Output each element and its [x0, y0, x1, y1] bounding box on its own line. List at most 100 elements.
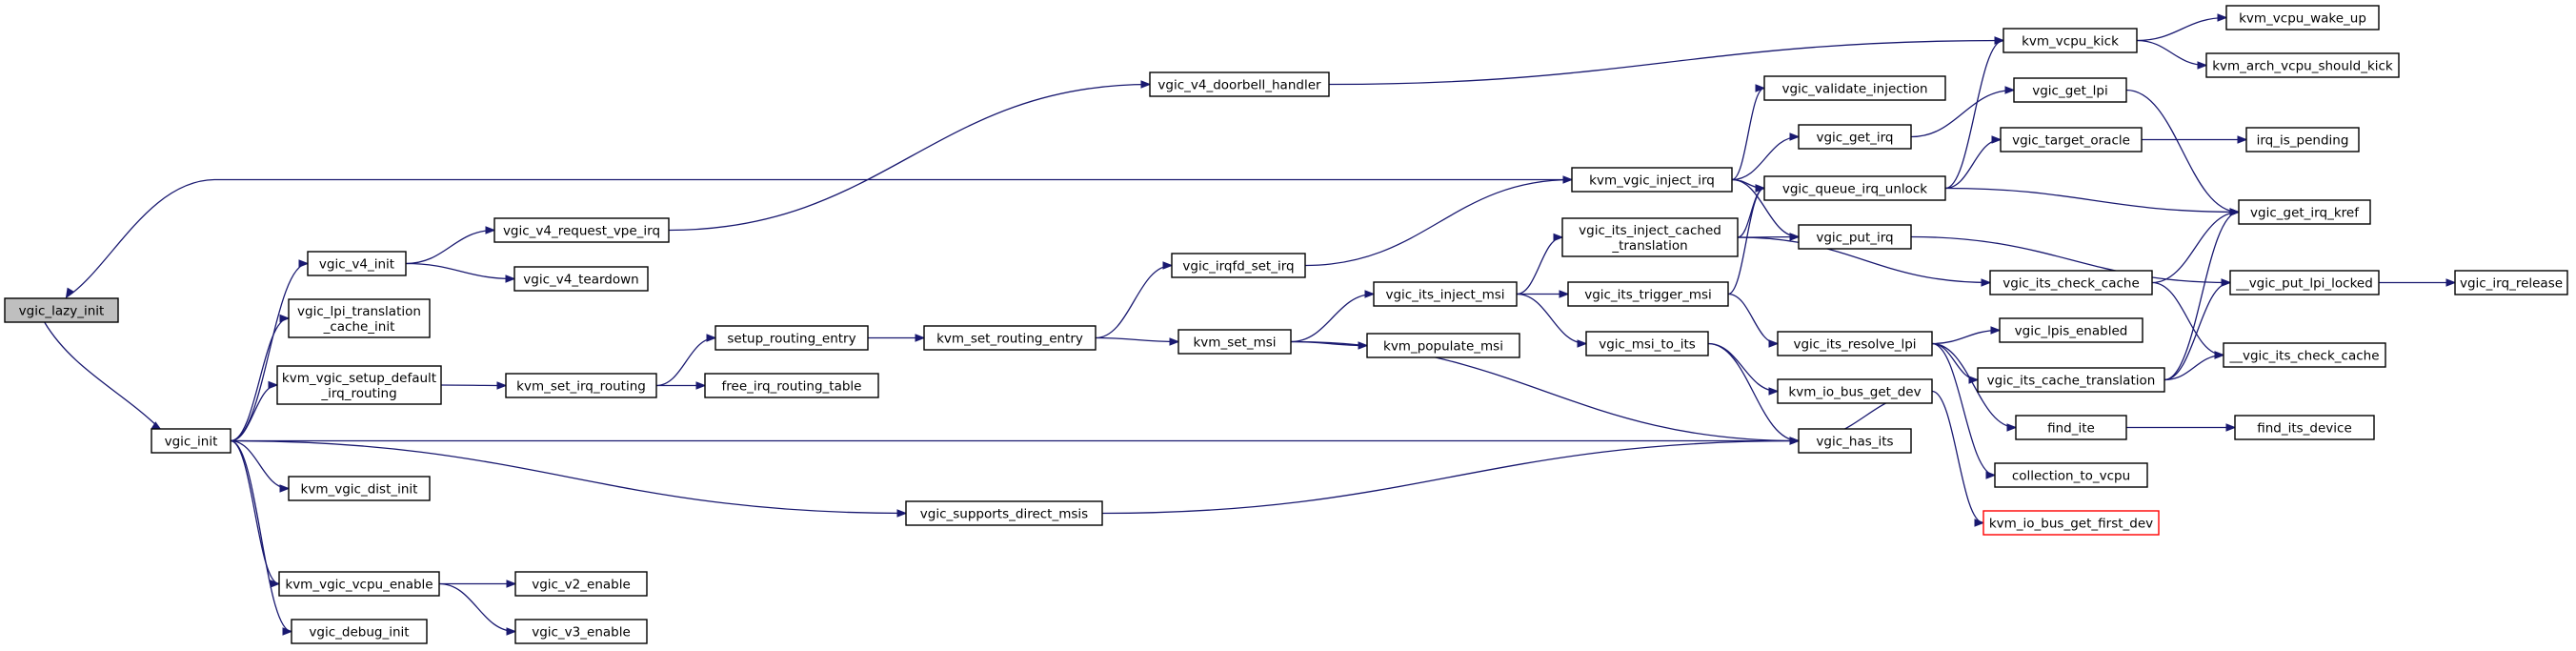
node-kvm-populate-msi[interactable]: kvm_populate_msi	[1366, 333, 1520, 358]
node-collection-to-vcpu[interactable]: collection_to_vcpu	[1994, 462, 2148, 488]
edge-kvm-set-irq-routing-to-free-irq-routing-table	[656, 381, 707, 390]
node-label: vgic_target_oracle	[2012, 133, 2130, 149]
edge-arrowhead	[282, 627, 293, 636]
node-free-irq-routing-table[interactable]: free_irq_routing_table	[704, 373, 879, 398]
node-label: kvm_vgic_inject_irq	[1589, 173, 1715, 189]
edge-vgic-target-oracle-to-irq-is-pending	[2142, 135, 2248, 144]
node-label: kvm_vgic_setup_default	[282, 371, 436, 386]
node-vgic-its-resolve-lpi[interactable]: vgic_its_resolve_lpi	[1777, 331, 1933, 356]
node---vgic-its-check-cache[interactable]: __vgic_its_check_cache	[2223, 342, 2386, 368]
edge-vgic-v4-request-vpe-irq-to-vgic-v4-doorbell-handler	[668, 80, 1152, 232]
node-vgic-get-irq[interactable]: vgic_get_irq	[1798, 124, 1912, 150]
edge-arrowhead	[279, 484, 291, 493]
node-box	[2015, 415, 2127, 440]
node-label: vgic_its_inject_msi	[1385, 288, 1504, 303]
node-box	[493, 217, 670, 243]
node-vgic-its-inject-msi[interactable]: vgic_its_inject_msi	[1373, 281, 1518, 307]
node-kvm-vgic-dist-init[interactable]: kvm_vgic_dist_init	[288, 476, 431, 501]
edge-line	[1931, 390, 1984, 524]
node-irq-is-pending[interactable]: irq_is_pending	[2245, 127, 2360, 153]
node-vgic-has-its[interactable]: vgic_has_its	[1798, 428, 1912, 454]
node-box	[2000, 127, 2143, 153]
node-vgic-lpi-translation-cache-init[interactable]: vgic_lpi_translation_cache_init	[288, 298, 431, 338]
edge-vgic-init-to-kvm-vgic-setup-default-irq-routing	[230, 380, 279, 442]
node-vgic-its-inject-cached-translation[interactable]: vgic_its_inject_cached_translation	[1561, 217, 1739, 257]
node-vgic-debug-init[interactable]: vgic_debug_init	[291, 619, 428, 644]
node-kvm-set-routing-entry[interactable]: kvm_set_routing_entry	[923, 325, 1097, 351]
node-label: vgic_its_inject_cached	[1579, 223, 1721, 238]
node-vgic-its-trigger-msi[interactable]: vgic_its_trigger_msi	[1567, 281, 1729, 307]
node-vgic-its-cache-translation[interactable]: vgic_its_cache_translation	[1977, 367, 2165, 393]
node-vgic-msi-to-its[interactable]: vgic_msi_to_its	[1585, 331, 1709, 356]
edge-line	[1095, 264, 1173, 339]
edge-vgic-its-cache-translation-to-vgic-get-irq-kref	[2163, 208, 2241, 381]
node-vgic-queue-irq-unlock[interactable]: vgic_queue_irq_unlock	[1763, 175, 1946, 201]
node-kvm-vcpu-wake-up[interactable]: kvm_vcpu_wake_up	[2225, 5, 2380, 31]
node-vgic-lazy-init[interactable]: vgic_lazy_init	[4, 297, 119, 323]
node-kvm-vgic-vcpu-enable[interactable]: kvm_vgic_vcpu_enable	[278, 571, 440, 597]
node-box	[2223, 342, 2386, 368]
node-label: kvm_arch_vcpu_should_kick	[2212, 59, 2393, 74]
node-vgic-v4-teardown[interactable]: vgic_v4_teardown	[513, 266, 649, 292]
edge-arrowhead	[298, 259, 310, 268]
node-label: kvm_set_irq_routing	[516, 379, 646, 395]
node-vgic-get-irq-kref[interactable]: vgic_get_irq_kref	[2238, 199, 2371, 225]
edge-kvm-set-irq-routing-to-setup-routing-entry	[655, 334, 717, 387]
node-label: vgic_lazy_init	[19, 304, 105, 319]
node-find-its-device[interactable]: find_its_device	[2234, 415, 2375, 440]
node-setup-routing-entry[interactable]: setup_routing_entry	[714, 325, 869, 351]
node-vgic-its-check-cache[interactable]: vgic_its_check_cache	[1989, 270, 2153, 295]
node-label: vgic_msi_to_its	[1599, 337, 1696, 353]
node-vgic-irq-release[interactable]: vgic_irq_release	[2454, 270, 2568, 295]
node-label: _translation	[1611, 238, 1687, 254]
node-kvm-set-irq-routing[interactable]: kvm_set_irq_routing	[505, 373, 657, 398]
node-kvm-vgic-inject-irq[interactable]: kvm_vgic_inject_irq	[1571, 167, 1733, 193]
node-kvm-vgic-setup-default-irq-routing[interactable]: kvm_vgic_setup_default_irq_routing	[276, 365, 442, 405]
node-box	[514, 571, 648, 597]
node-box	[1149, 71, 1330, 97]
node-kvm-io-bus-get-dev[interactable]: kvm_io_bus_get_dev	[1777, 378, 1933, 404]
node-vgic-v2-enable[interactable]: vgic_v2_enable	[514, 571, 648, 597]
node-box	[704, 373, 879, 398]
node-label: vgic_v4_doorbell_handler	[1157, 78, 1321, 93]
node-box	[1171, 253, 1306, 278]
edge-line	[230, 439, 292, 633]
node-label: vgic_put_irq	[1816, 231, 1893, 246]
node-box	[2013, 77, 2127, 103]
edge-line	[1707, 342, 1779, 393]
node-vgic-put-irq[interactable]: vgic_put_irq	[1798, 224, 1912, 250]
node-find-ite[interactable]: find_ite	[2015, 415, 2127, 440]
node-vgic-irqfd-set-irq[interactable]: vgic_irqfd_set_irq	[1171, 253, 1306, 278]
edge-vgic-its-inject-msi-to-vgic-its-inject-cached-translation	[1516, 233, 1564, 295]
edge-arrowhead	[1990, 326, 2002, 335]
edge-arrowhead	[1991, 135, 2002, 144]
node-vgic-v4-init[interactable]: vgic_v4_init	[307, 251, 407, 276]
node-vgic-lpis-enabled[interactable]: vgic_lpis_enabled	[1999, 317, 2143, 343]
node-box	[1585, 331, 1709, 356]
node-vgic-v4-request-vpe-irq[interactable]: vgic_v4_request_vpe_irq	[493, 217, 670, 243]
edge-kvm-vgic-vcpu-enable-to-vgic-v3-enable	[438, 582, 517, 636]
edge-arrowhead	[65, 287, 74, 299]
node-label: kvm_set_msi	[1193, 336, 1276, 351]
edge-arrowhead	[1140, 80, 1152, 89]
node-box	[905, 500, 1103, 526]
node-kvm-vcpu-kick[interactable]: kvm_vcpu_kick	[2002, 28, 2138, 53]
node-label: vgic_its_cache_translation	[1987, 374, 2156, 389]
node-kvm-arch-vcpu-should-kick[interactable]: kvm_arch_vcpu_should_kick	[2205, 52, 2400, 78]
node-vgic-v3-enable[interactable]: vgic_v3_enable	[514, 619, 648, 644]
node-vgic-validate-injection[interactable]: vgic_validate_injection	[1763, 75, 1946, 101]
node-kvm-io-bus-get-first-dev[interactable]: kvm_io_bus_get_first_dev	[1982, 510, 2160, 536]
node-vgic-supports-direct-msis[interactable]: vgic_supports_direct_msis	[905, 500, 1103, 526]
node---vgic-put-lpi-locked[interactable]: __vgic_put_lpi_locked	[2229, 270, 2380, 295]
node-box	[2205, 52, 2400, 78]
edge-vgic-its-inject-cached-translation-to-vgic-queue-irq-unlock	[1737, 184, 1766, 238]
edge-arrowhead	[1577, 339, 1588, 348]
node-vgic-v4-doorbell-handler[interactable]: vgic_v4_doorbell_handler	[1149, 71, 1330, 97]
node-vgic-target-oracle[interactable]: vgic_target_oracle	[2000, 127, 2143, 153]
edge-line	[1931, 342, 1979, 381]
edge-arrowhead	[2217, 13, 2228, 22]
node-vgic-init[interactable]: vgic_init	[151, 428, 231, 454]
node-vgic-get-lpi[interactable]: vgic_get_lpi	[2013, 77, 2127, 103]
node-kvm-set-msi[interactable]: kvm_set_msi	[1177, 329, 1292, 355]
node-label: vgic_v3_enable	[532, 625, 631, 641]
